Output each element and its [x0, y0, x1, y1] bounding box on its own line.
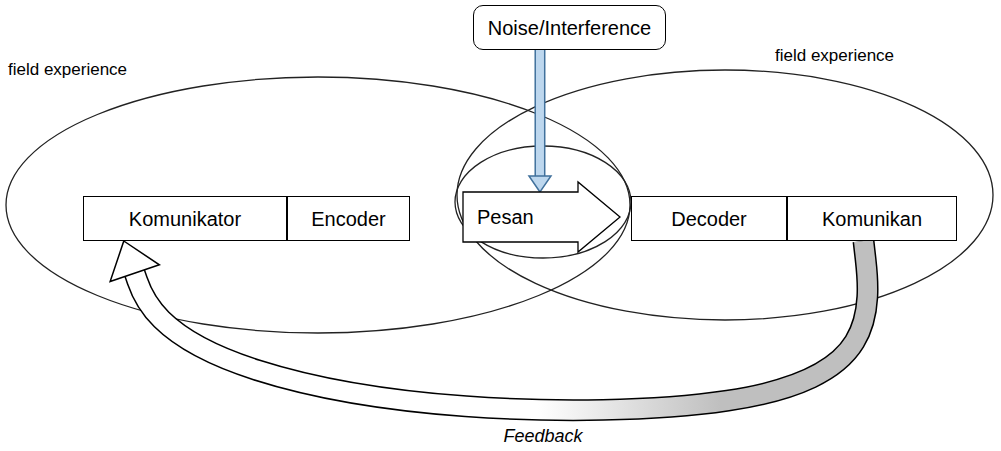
decoder-box: Decoder	[631, 196, 787, 241]
field-label: field experience	[8, 60, 127, 80]
node-text: Decoder	[671, 207, 747, 231]
noise-box: Noise/Interference	[473, 5, 666, 50]
node-text: Komunikan	[822, 207, 922, 231]
arrowhead	[110, 241, 159, 282]
node-text: Noise/Interference	[488, 16, 651, 40]
node-text: Encoder	[311, 207, 386, 231]
communicant-box: Komunikan	[787, 196, 957, 241]
noise-arrow	[529, 50, 551, 192]
message-arrow-shape	[463, 182, 620, 252]
connector-outline	[534, 50, 545, 176]
edge-label: Feedback	[500, 426, 585, 446]
connector-fill	[536, 50, 544, 176]
field-label: field experience	[775, 46, 894, 66]
arrowhead	[529, 176, 551, 192]
encoder-box: Encoder	[287, 196, 410, 241]
message-arrow: Pesan	[463, 182, 620, 252]
connector-fill	[135, 241, 868, 410]
feedback-arrow	[110, 241, 867, 410]
connector-outline	[135, 241, 868, 410]
node-text: Komunikator	[129, 207, 241, 231]
node-text: Pesan	[477, 205, 534, 229]
communicator-box: Komunikator	[83, 196, 287, 241]
